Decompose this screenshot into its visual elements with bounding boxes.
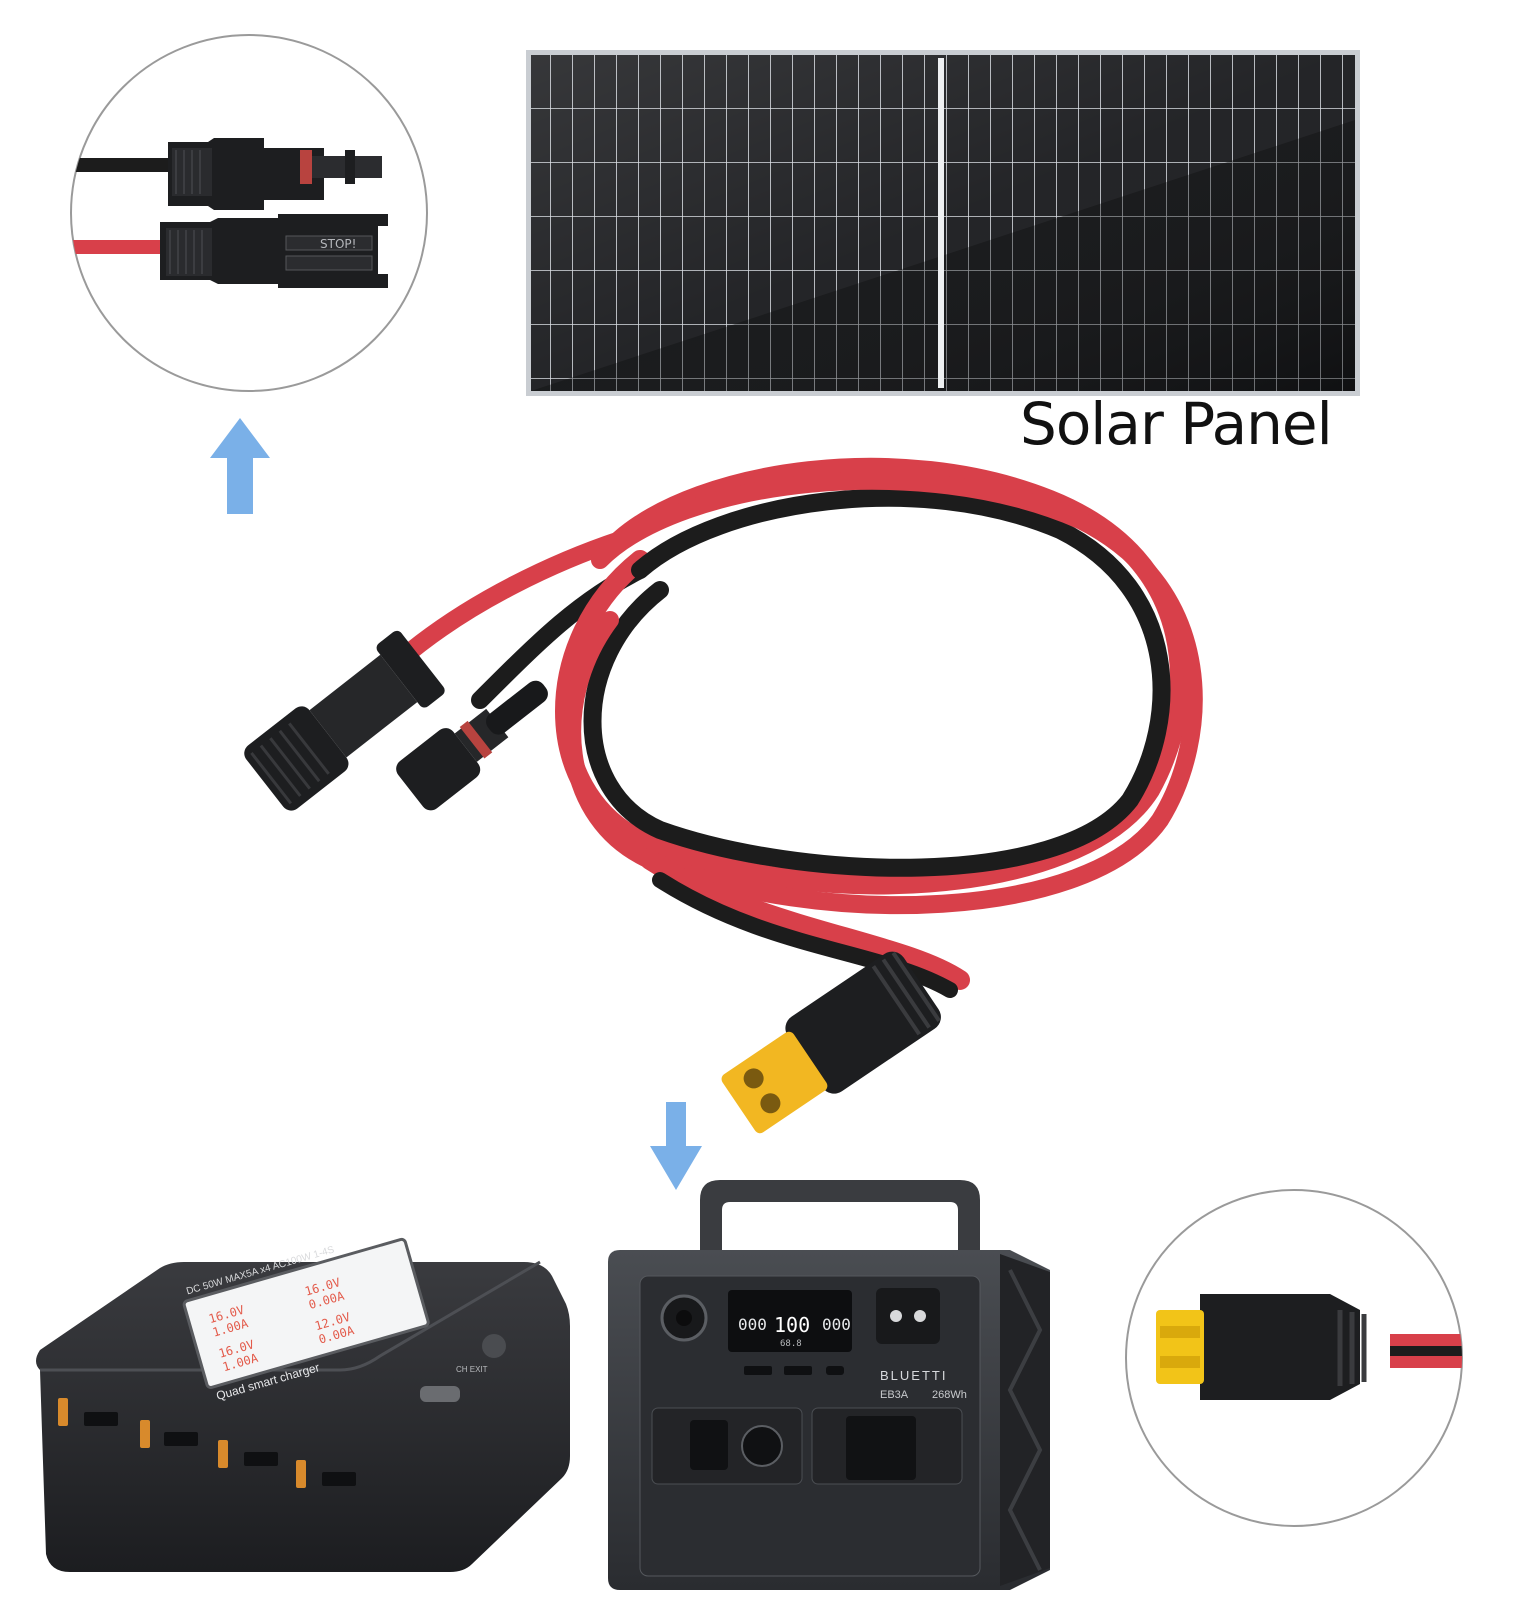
station-display-small: 68.8 — [780, 1339, 802, 1349]
station-display-mid: 100 — [774, 1313, 810, 1337]
station-display-left: 000 — [738, 1315, 767, 1334]
mc4-connector-detail: STOP! — [70, 34, 428, 392]
solar-panel — [526, 50, 1360, 396]
station-capacity: 268Wh — [932, 1389, 967, 1401]
charger-button-label: CH EXIT — [456, 1365, 488, 1374]
up-arrow-icon — [210, 418, 270, 514]
quad-smart-charger: 16.0V 1.00A 16.0V 0.00A 16.0V 1.00A 12.0… — [36, 1237, 570, 1572]
power-station: 000 100 000 68.8 BLUETTI EB3A 268Wh — [608, 1180, 1050, 1590]
station-brand: BLUETTI — [880, 1368, 947, 1383]
svg-text:STOP!: STOP! — [320, 237, 356, 251]
xt60-plug — [721, 951, 941, 1134]
station-model: EB3A — [880, 1389, 909, 1401]
solar-panel-caption: Solar Panel — [1020, 390, 1333, 458]
station-display-right: 000 — [822, 1315, 851, 1334]
solar-extension-cable — [391, 457, 1203, 998]
mc4-connector-pair — [244, 630, 548, 811]
down-arrow-icon — [650, 1102, 702, 1190]
xt60-detail — [1125, 1189, 1463, 1527]
